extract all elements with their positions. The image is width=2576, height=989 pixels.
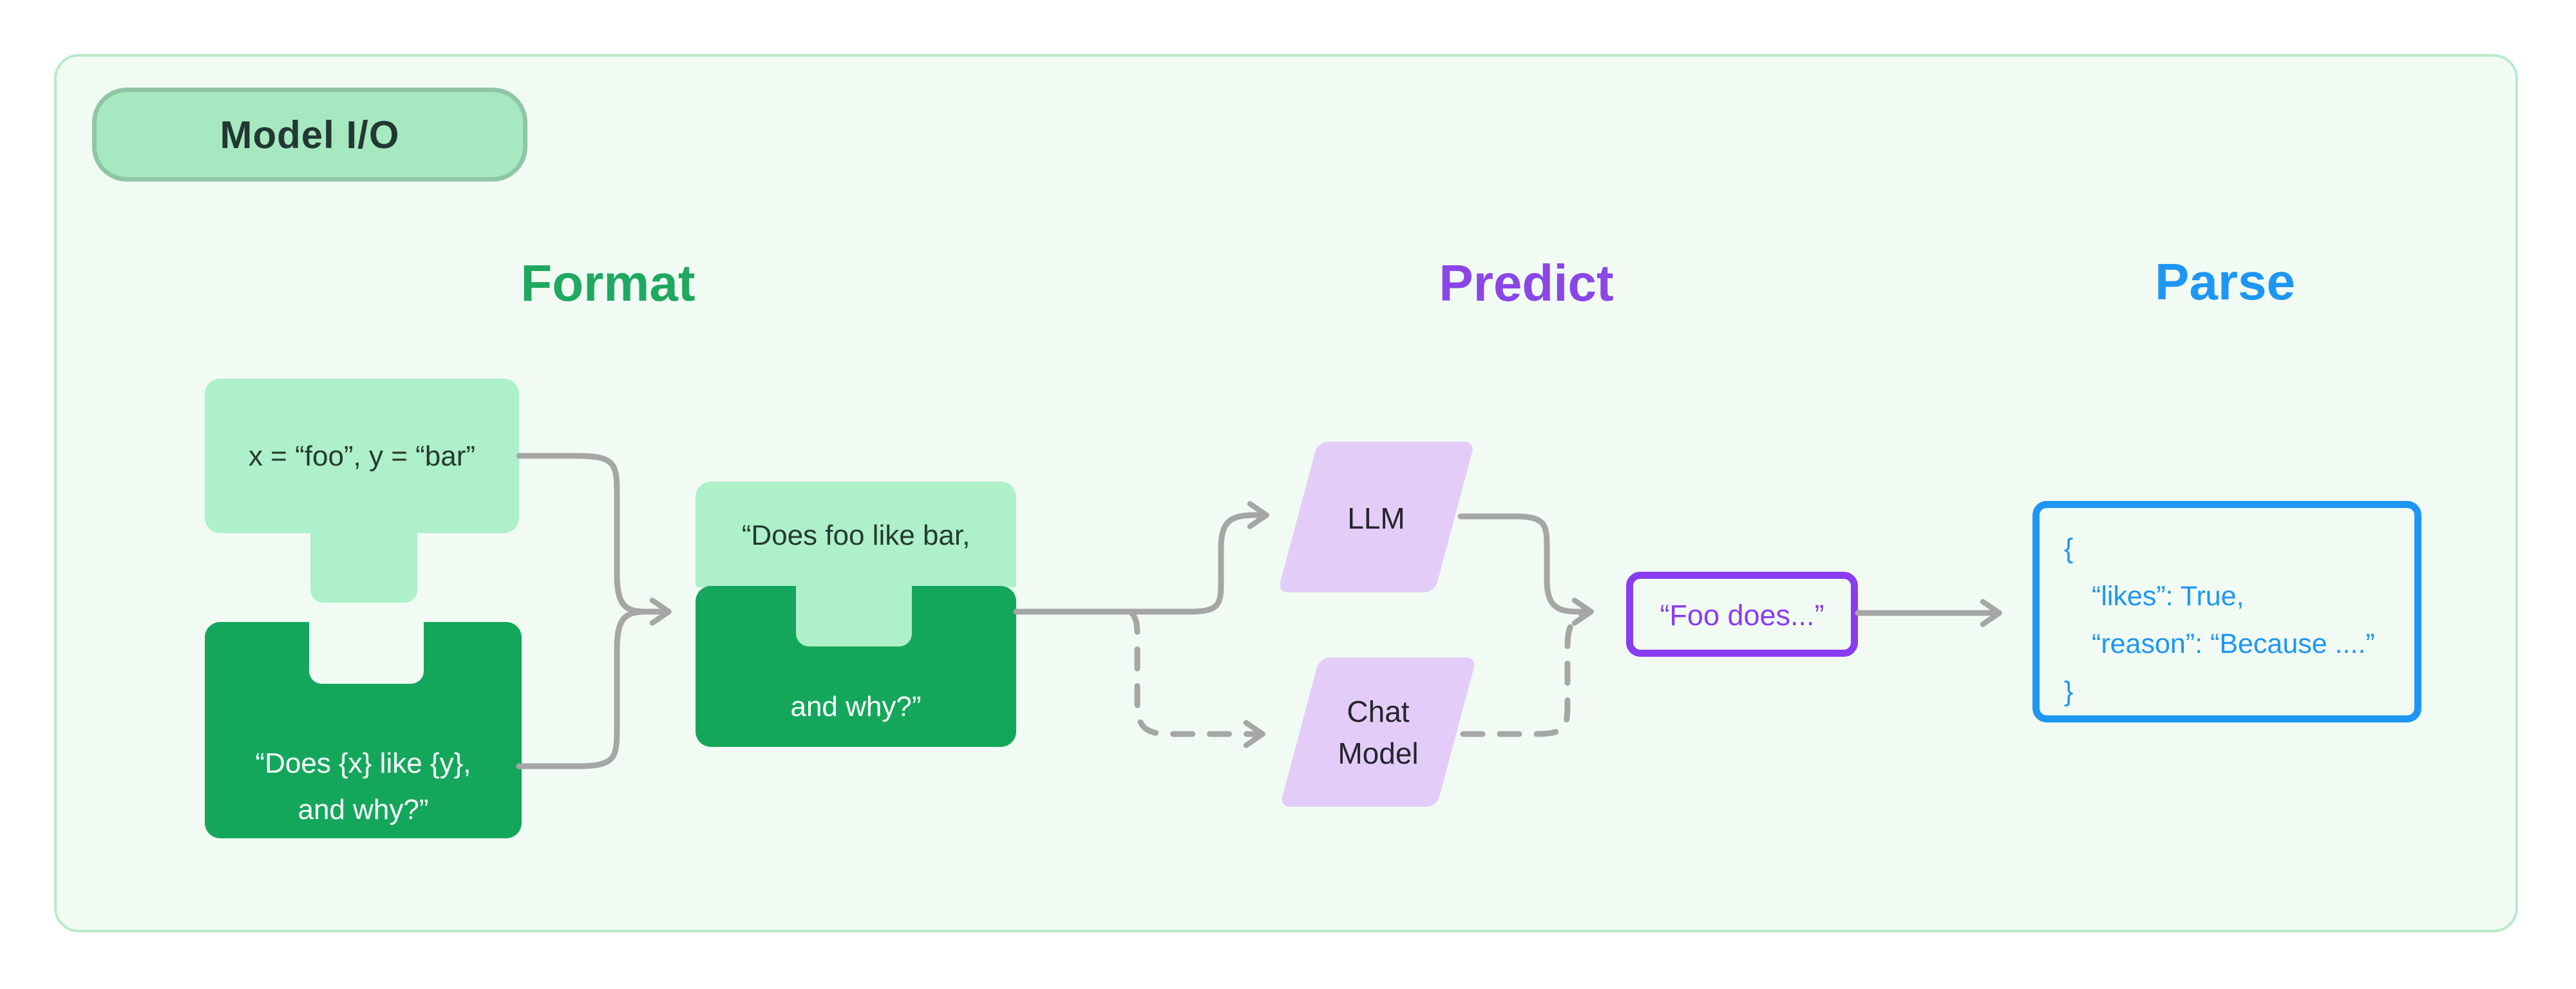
model-io-badge-label: Model I/O <box>220 113 400 156</box>
variables-block-tab <box>310 531 417 603</box>
variables-block <box>205 379 519 533</box>
variables-block-text: x = “foo”, y = “bar” <box>248 440 476 472</box>
parsed-output-line1: { <box>2064 533 2074 564</box>
model-io-badge: Model I/O <box>92 88 527 182</box>
completion-box <box>1626 572 1858 657</box>
llm-label: LLM <box>1347 502 1405 535</box>
parsed-output-line2: “likes”: True, <box>2092 581 2244 612</box>
heading-parse: Parse <box>2155 253 2295 310</box>
parsed-output-line4: } <box>2064 676 2074 707</box>
chat-model-line1: Chat <box>1347 695 1410 728</box>
wire-prompt-to-llm <box>1013 501 1269 615</box>
parsed-output-box <box>2032 501 2421 722</box>
heading-format: Format <box>520 254 696 312</box>
prompt-block-line1: “Does foo like bar, <box>741 520 971 551</box>
chat-model-line2: Model <box>1338 737 1419 770</box>
parsed-output-line3: “reason”: “Because ....” <box>2092 628 2375 659</box>
wire-llm-to-completion <box>1457 513 1594 626</box>
wire-template-to-merge <box>516 608 650 769</box>
prompt-block-line2: and why?” <box>790 691 922 722</box>
template-block-line1: “Does {x} like {y}, <box>255 748 471 779</box>
wire-chat-model-to-merge-dashed <box>1460 610 1587 737</box>
template-block-notch <box>309 621 424 684</box>
wire-prompt-to-chat-model-dashed <box>1129 610 1265 748</box>
wire-variables-to-merge <box>516 453 650 615</box>
prompt-block-tab <box>796 579 912 646</box>
prompt-block-top <box>696 482 1016 587</box>
completion-text: “Foo does...” <box>1660 599 1824 632</box>
heading-predict: Predict <box>1439 254 1614 312</box>
template-block-line2: and why?” <box>298 794 429 825</box>
